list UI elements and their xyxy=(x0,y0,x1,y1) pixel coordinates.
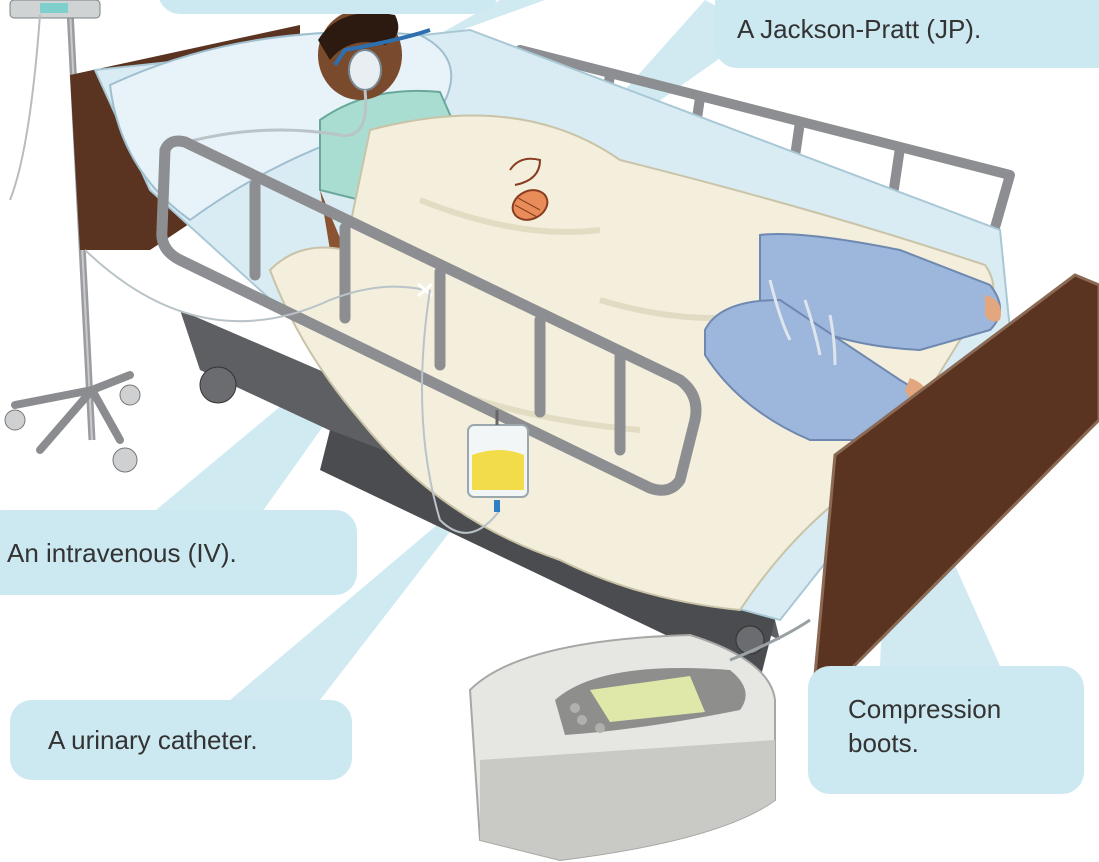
callout-intravenous: An intravenous (IV). xyxy=(0,510,357,595)
callout-compression-boots: Compression boots. xyxy=(808,666,1084,794)
callout-urinary-text: A urinary catheter. xyxy=(48,723,352,757)
callout-jp-text: A Jackson-Pratt (JP). xyxy=(737,12,1099,46)
callout-top-left xyxy=(158,0,498,14)
callout-compression-line1: Compression xyxy=(848,692,1084,726)
callout-compression-line2: boots. xyxy=(848,726,1084,760)
callout-jackson-pratt: A Jackson-Pratt (JP). xyxy=(715,0,1099,68)
callout-iv-text: An intravenous (IV). xyxy=(7,536,357,570)
callout-urinary-catheter: A urinary catheter. xyxy=(10,700,352,780)
